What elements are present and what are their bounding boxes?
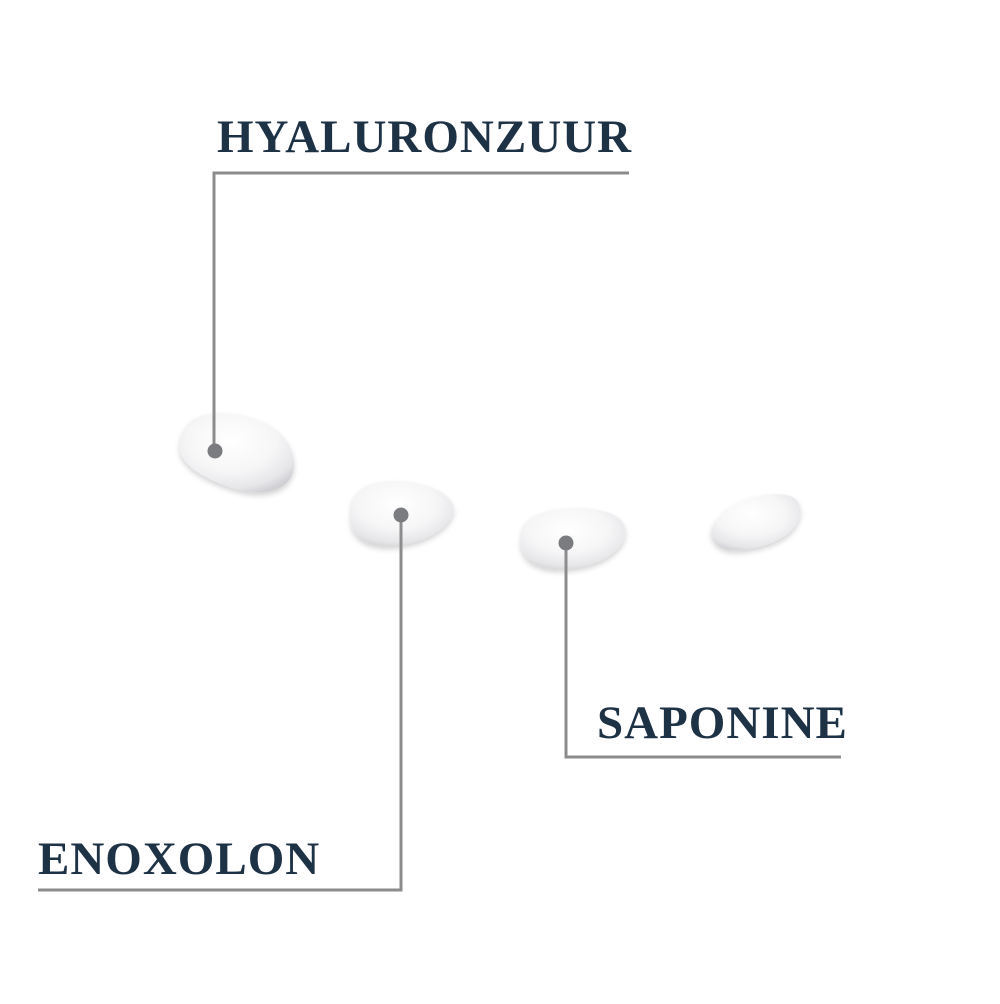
cream-drop-1 (179, 413, 295, 493)
marker-dot-hyaluronzuur (207, 443, 223, 459)
cream-drop-3 (520, 508, 626, 570)
marker-dot-enoxolon (393, 507, 409, 523)
leader-line-saponine (564, 543, 841, 759)
marker-dots (207, 443, 574, 551)
label-enoxolon: ENOXOLON (38, 833, 321, 885)
marker-dot-saponine (558, 535, 574, 551)
label-hyaluronzuur: HYALURONZUUR (217, 111, 633, 163)
leader-line-hyaluronzuur (212, 171, 629, 451)
leader-line-enoxolon (38, 515, 403, 892)
cream-drop-4 (711, 494, 801, 551)
label-saponine: SAPONINE (597, 697, 848, 749)
leader-lines (38, 171, 841, 892)
